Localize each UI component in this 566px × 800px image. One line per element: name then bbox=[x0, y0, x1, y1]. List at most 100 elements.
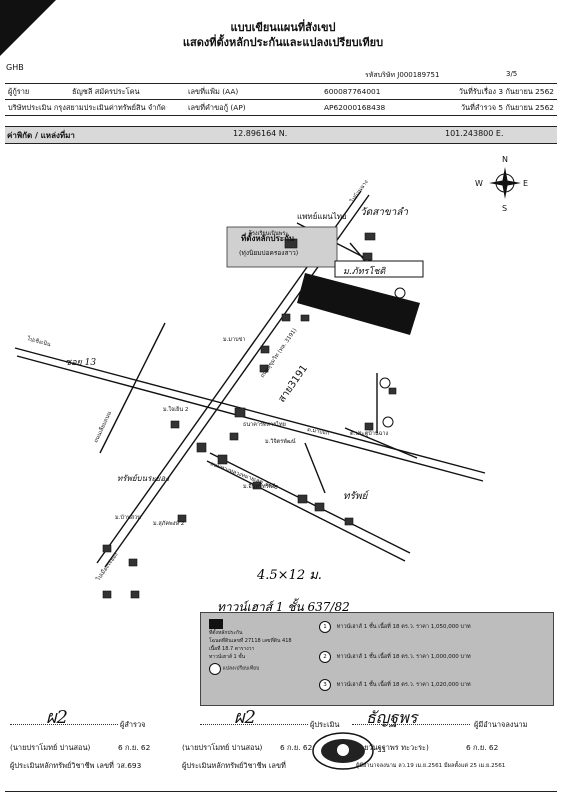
appraiser-signature: ผ2 bbox=[234, 707, 256, 728]
info-row: ผู้กู้ราย ธัญชลี สมัครประโคน เลขที่แฟ้ม … bbox=[5, 83, 557, 100]
authorized-name: (นายวันฐฐาพร ทะวะระ) bbox=[352, 743, 429, 752]
map-label: ธนาคารทหารไทย bbox=[243, 421, 286, 428]
title-line-2: แสดงที่ตั้งหลักประกันและแปลงเปรียบเทียบ bbox=[182, 36, 384, 49]
appraiser-license: ผู้ประเมินหลักทรัพย์วิชาชีพ เลขที่ bbox=[182, 761, 286, 770]
house-icon bbox=[196, 442, 207, 453]
map-label: ไปเมืองระยอง bbox=[94, 551, 119, 583]
legend-compare-swatch bbox=[209, 663, 221, 675]
legend-main-line: ที่ตั้งหลักประกัน bbox=[209, 630, 243, 636]
authorized-date: 6 ก.ย. 62 bbox=[466, 743, 499, 752]
file-no-label: เลขที่แฟ้ม (AA) bbox=[185, 83, 321, 100]
brand-label: GHB bbox=[6, 63, 24, 72]
house-icon bbox=[364, 422, 374, 431]
legend-main: ที่ตั้งหลักประกัน โฉนดที่ดินเลขที่ 27118… bbox=[209, 619, 309, 675]
map-label: ม.วิจิตรพัฒน์ bbox=[265, 438, 296, 445]
hand-type-note: ทาวน์เฮาส์ 1 ชั้น 637/82 bbox=[217, 598, 350, 614]
page-number: 3/5 bbox=[506, 70, 518, 78]
map-label: ต.มาบแก bbox=[307, 427, 330, 437]
title-line-1: แบบเขียนแผนที่สังเขป bbox=[230, 21, 336, 34]
house-icon bbox=[344, 517, 354, 526]
house-icon bbox=[362, 252, 373, 261]
map-label: (ทุ่งนิยมบ่อครองสาว) bbox=[239, 249, 298, 257]
legend-main-line: โฉนดที่ดินเลขที่ 27118 เลขที่ดิน 418 bbox=[209, 638, 292, 644]
footer-note: ผู้มีอำนาจลงนาม ลว.19 เม.ย.2561 มีผลตั้ง… bbox=[356, 763, 506, 769]
compass-n: N bbox=[502, 155, 508, 164]
map-label: วัดสาขาลำ bbox=[360, 206, 408, 218]
legend-item-text: ทาวน์เฮาส์ 1 ชั้น เนื้อที่ 18 ตร.ว. ราคา… bbox=[336, 624, 471, 630]
house-icon bbox=[297, 494, 308, 504]
info-table: ผู้กู้ราย ธัญชลี สมัครประโคน เลขที่แฟ้ม … bbox=[5, 83, 557, 116]
appraiser-date: 6 ก.ย. 62 bbox=[280, 743, 313, 752]
survey-date: วันที่สำรวจ 5 กันยายน 2562 bbox=[437, 99, 557, 116]
house-icon bbox=[234, 407, 246, 418]
house-icon bbox=[388, 387, 397, 395]
legend-item-num: 1 bbox=[319, 621, 331, 633]
map-label: ม.ใจเย็น 2 bbox=[163, 405, 188, 413]
surveyor-name: (นายปราโมทย์ ปานสอน) bbox=[10, 743, 91, 752]
longitude: 101.243800 E. bbox=[445, 129, 504, 138]
legend-item-num: 3 bbox=[319, 679, 331, 691]
map-label: ไปบ้านฉาง bbox=[348, 178, 369, 204]
surveyor-line bbox=[10, 724, 118, 725]
map-label: ถนนเลียบถนน bbox=[92, 410, 113, 444]
authorized-label: ผู้มีอำนาจลงนาม bbox=[474, 720, 528, 729]
map-label: โรงเรียนเนินพระ bbox=[249, 229, 288, 237]
legend-main-line: ทาวน์เฮาส์ 1 ชั้น bbox=[209, 654, 246, 660]
ap-no: AP62000168438 bbox=[321, 99, 437, 116]
map-label: ม.สุภัคพงษ์ 2 bbox=[153, 520, 184, 527]
house-icon bbox=[300, 314, 310, 322]
house-icon bbox=[128, 558, 138, 567]
bottom-rule bbox=[5, 791, 557, 792]
map-label: สาย3191 bbox=[276, 363, 310, 405]
surveyor-date: 6 ก.ย. 62 bbox=[118, 743, 151, 752]
compare-marker-2 bbox=[379, 377, 391, 389]
received-date: วันที่รับเรื่อง 3 กันยายน 2562 bbox=[437, 83, 557, 100]
compass-w: W bbox=[475, 179, 483, 188]
collateral-callout bbox=[226, 226, 338, 268]
house-icon bbox=[364, 232, 376, 241]
legend-item: 1 ทาวน์เฮาส์ 1 ชั้น เนื้อที่ 18 ตร.ว. รา… bbox=[319, 621, 544, 633]
company-label: บริษัทประเมิน กรุงสยามประเมินค่าทรัพย์สิ… bbox=[5, 99, 185, 116]
legend-item: 2 ทาวน์เฮาส์ 1 ชั้น เนื้อที่ 18 ตร.ว. รา… bbox=[319, 651, 544, 663]
house-icon bbox=[259, 364, 269, 373]
house-icon bbox=[260, 345, 270, 354]
map-label: ม.ภัทรโชติ bbox=[343, 265, 386, 277]
house-icon bbox=[252, 481, 262, 490]
map-label: ทรัพย์บนระยอง bbox=[117, 473, 170, 483]
borrower-name: ธัญชลี สมัครประโคน bbox=[69, 83, 185, 100]
sketch-map: ไปเชิงเนิน ซอย 13 ถนนเลียบถนน ถนนสุขุมวิ… bbox=[14, 155, 528, 614]
company-code: รหัสบริษัท J000189751 bbox=[365, 71, 440, 79]
house-icon bbox=[281, 313, 291, 322]
house-icon bbox=[177, 514, 187, 523]
collateral-plot bbox=[297, 273, 420, 335]
map-label: ม.อินทร์ทรัพย์ bbox=[243, 483, 275, 490]
company-seal bbox=[312, 732, 374, 770]
ap-no-label: เลขที่คำขอกู้ (AP) bbox=[185, 99, 321, 116]
borrower-label: ผู้กู้ราย bbox=[5, 83, 69, 100]
corner-mark bbox=[0, 0, 56, 56]
legend-item-text: ทาวน์เฮาส์ 1 ชั้น เนื้อที่ 18 ตร.ว. ราคา… bbox=[336, 682, 471, 688]
map-label: ม.มาบข่า bbox=[223, 337, 245, 343]
legend-main-line: เนื้อที่ 18.7 ตารางวา bbox=[209, 646, 255, 652]
surveyor-signature: ผ2 bbox=[46, 707, 68, 728]
compare-marker-1 bbox=[394, 287, 406, 299]
appraiser-name: (นายปราโมทย์ ปานสอน) bbox=[182, 743, 263, 752]
legend-box: ที่ตั้งหลักประกัน โฉนดที่ดินเลขที่ 27118… bbox=[200, 612, 554, 706]
map-label: ซอย 13 bbox=[65, 358, 96, 368]
compass-s: S bbox=[502, 204, 507, 213]
house-icon bbox=[170, 420, 180, 429]
house-icon bbox=[314, 502, 325, 512]
house-icon bbox=[130, 590, 140, 599]
legend-collateral-swatch bbox=[209, 619, 223, 629]
house-icon bbox=[284, 238, 298, 249]
legend-item-num: 2 bbox=[319, 651, 331, 663]
surveyor-label: ผู้สำรวจ bbox=[120, 720, 146, 729]
hand-size-note: 4.5×12 ม. bbox=[256, 568, 322, 583]
location-bar: ค่าพิกัด / แหล่งที่มา 12.896164 N. 101.2… bbox=[5, 126, 557, 144]
authorized-line bbox=[352, 724, 470, 725]
map-label: ม.บ้านสวน bbox=[115, 514, 141, 521]
appraiser-line bbox=[200, 724, 308, 725]
info-row: บริษัทประเมิน กรุงสยามประเมินค่าทรัพย์สิ… bbox=[5, 99, 557, 116]
house-icon bbox=[102, 590, 112, 599]
file-no: 600087764001 bbox=[321, 83, 437, 100]
